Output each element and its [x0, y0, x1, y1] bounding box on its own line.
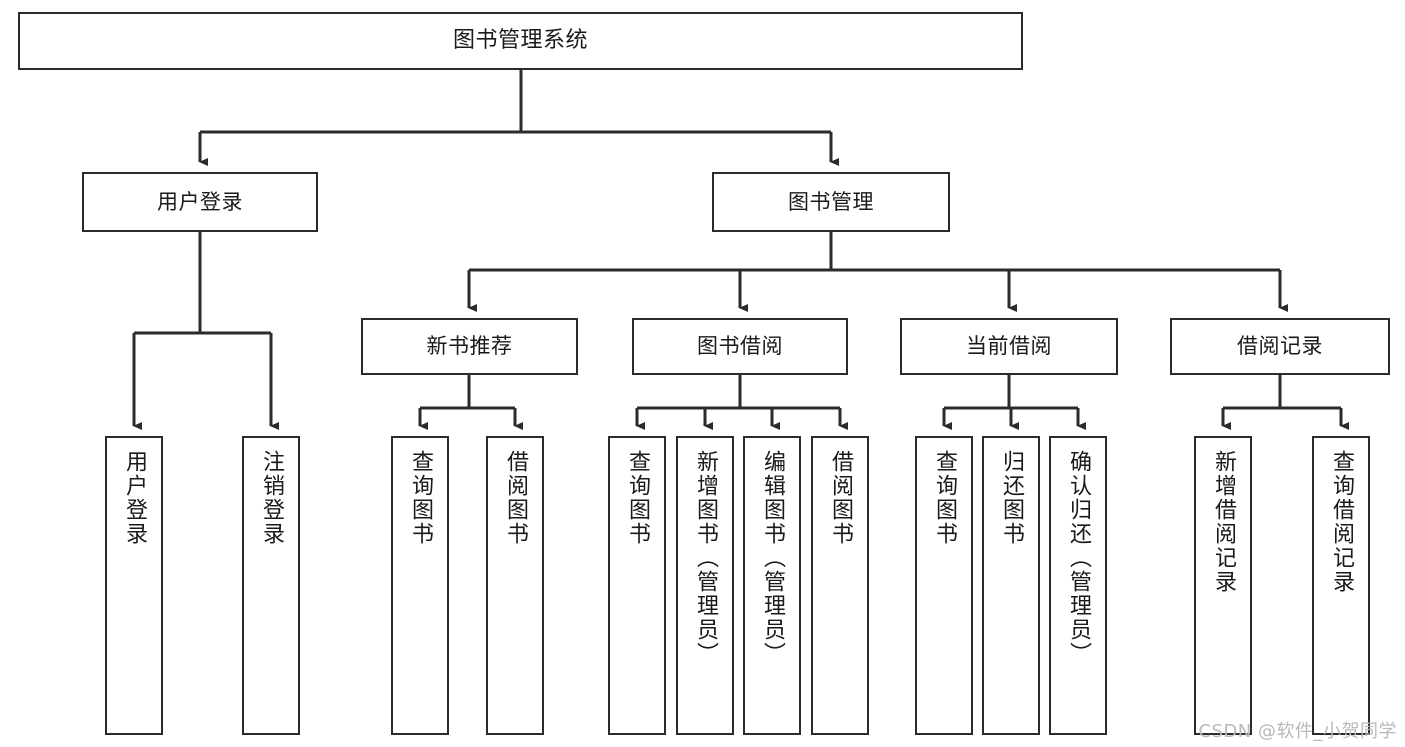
node-leaf-edit-book[interactable]: 编辑图书（管理员） [743, 436, 801, 735]
node-book-borrow-label: 图书借阅 [697, 334, 783, 359]
node-leaf-query-book-1-label: 查询图书 [407, 450, 433, 546]
node-leaf-borrow-book-1-label: 借阅图书 [502, 450, 528, 546]
node-borrow-record[interactable]: 借阅记录 [1170, 318, 1390, 375]
node-leaf-logout-label: 注销登录 [258, 450, 284, 546]
node-leaf-query-book-3-label: 查询图书 [931, 450, 957, 546]
node-leaf-add-book-label: 新增图书（管理员） [692, 450, 718, 666]
node-leaf-borrow-book-2[interactable]: 借阅图书 [811, 436, 869, 735]
node-current-borrow[interactable]: 当前借阅 [900, 318, 1118, 375]
node-leaf-add-record-label: 新增借阅记录 [1210, 450, 1236, 594]
node-leaf-add-record[interactable]: 新增借阅记录 [1194, 436, 1252, 735]
node-book-management-label: 图书管理 [788, 189, 874, 214]
node-leaf-confirm-return-label: 确认归还（管理员） [1065, 450, 1091, 666]
node-book-management[interactable]: 图书管理 [712, 172, 950, 232]
node-leaf-query-book-2-label: 查询图书 [624, 450, 650, 546]
node-user-login-label: 用户登录 [157, 189, 243, 214]
node-leaf-query-record-label: 查询借阅记录 [1328, 450, 1354, 594]
node-leaf-edit-book-label: 编辑图书（管理员） [759, 450, 785, 666]
node-leaf-logout[interactable]: 注销登录 [242, 436, 300, 735]
node-leaf-user-login-label: 用户登录 [121, 450, 147, 546]
node-leaf-user-login[interactable]: 用户登录 [105, 436, 163, 735]
node-book-borrow[interactable]: 图书借阅 [632, 318, 848, 375]
node-new-book-recommend-label: 新书推荐 [426, 334, 513, 359]
node-leaf-return-book[interactable]: 归还图书 [982, 436, 1040, 735]
node-user-login[interactable]: 用户登录 [82, 172, 318, 232]
node-current-borrow-label: 当前借阅 [966, 334, 1052, 359]
node-root-label: 图书管理系统 [452, 28, 588, 54]
node-leaf-confirm-return[interactable]: 确认归还（管理员） [1049, 436, 1107, 735]
node-borrow-record-label: 借阅记录 [1237, 334, 1323, 359]
node-leaf-query-book-1[interactable]: 查询图书 [391, 436, 449, 735]
node-leaf-add-book[interactable]: 新增图书（管理员） [676, 436, 734, 735]
node-leaf-query-book-2[interactable]: 查询图书 [608, 436, 666, 735]
node-leaf-query-record[interactable]: 查询借阅记录 [1312, 436, 1370, 735]
node-leaf-borrow-book-1[interactable]: 借阅图书 [486, 436, 544, 735]
node-new-book-recommend[interactable]: 新书推荐 [361, 318, 578, 375]
node-leaf-query-book-3[interactable]: 查询图书 [915, 436, 973, 735]
node-root[interactable]: 图书管理系统 [18, 12, 1023, 70]
node-leaf-return-book-label: 归还图书 [998, 450, 1024, 546]
node-leaf-borrow-book-2-label: 借阅图书 [827, 450, 853, 546]
